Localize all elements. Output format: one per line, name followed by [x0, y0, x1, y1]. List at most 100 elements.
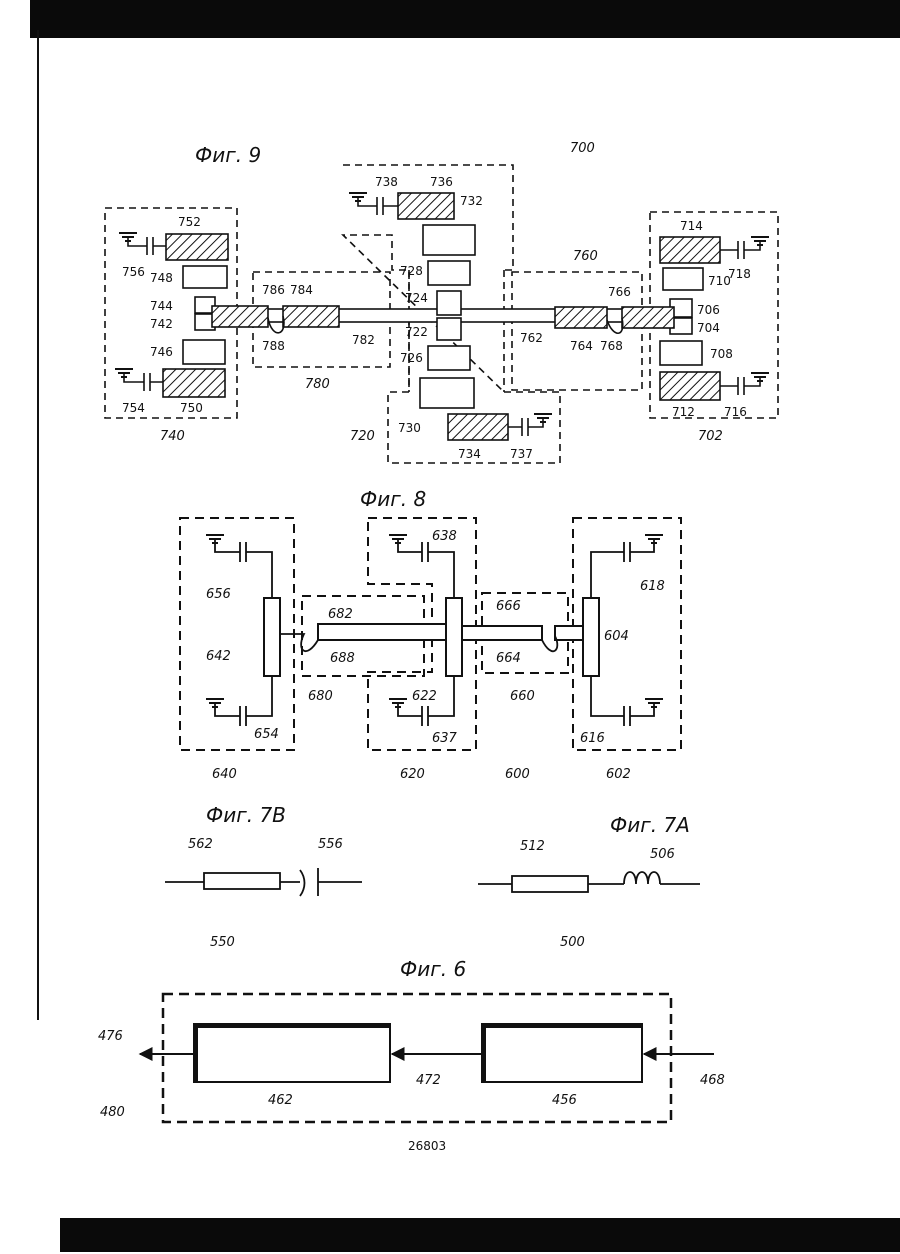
label-456: 456 [552, 1093, 577, 1108]
label-512: 512 [520, 839, 545, 854]
label-732: 732 [460, 194, 483, 208]
label-642: 642 [206, 649, 231, 664]
label-710: 710 [708, 274, 731, 288]
label-704: 704 [697, 321, 720, 335]
label-756: 756 [122, 265, 145, 279]
label-476: 476 [98, 1029, 123, 1044]
label-500: 500 [560, 935, 585, 950]
label-708: 708 [710, 347, 733, 361]
label-480: 480 [100, 1105, 125, 1120]
inductor-506 [624, 872, 660, 884]
block-708 [660, 341, 702, 365]
label-664: 664 [496, 651, 521, 666]
block-764 [555, 307, 607, 328]
label-722: 722 [405, 325, 428, 339]
label-600: 600 [505, 767, 530, 782]
resistor-604 [583, 598, 599, 676]
scan-border-bottom [60, 1218, 900, 1252]
line-666 [462, 626, 542, 640]
label-752: 752 [178, 215, 201, 229]
fig7a-caption: Фиг. 7A [610, 813, 690, 837]
label-760: 760 [573, 249, 598, 264]
fig6-caption: Фиг. 6 [400, 957, 466, 981]
label-754: 754 [122, 401, 145, 415]
cap-718 [720, 240, 760, 259]
block-786 [212, 306, 268, 327]
resistor-512 [512, 876, 588, 892]
fig8-caption: Фиг. 8 [360, 487, 426, 511]
label-750: 750 [180, 401, 203, 415]
loop-688 [280, 634, 318, 651]
label-660: 660 [510, 689, 535, 704]
block-746 [183, 340, 225, 364]
block-784 [283, 306, 339, 327]
resistor-622 [446, 598, 462, 676]
label-640: 640 [212, 767, 237, 782]
block-728 [428, 261, 470, 285]
label-730: 730 [398, 421, 421, 435]
label-782: 782 [352, 333, 375, 347]
label-618: 618 [640, 579, 665, 594]
label-724: 724 [405, 291, 428, 305]
label-718: 718 [728, 267, 751, 281]
cap-738 [358, 196, 398, 215]
cap-754 [124, 372, 163, 391]
label-764: 764 [570, 339, 593, 353]
figure-7 [165, 868, 700, 896]
label-556: 556 [318, 837, 343, 852]
label-622: 622 [412, 689, 437, 704]
block-748 [183, 266, 227, 288]
block-732 [423, 225, 475, 255]
label-602: 602 [606, 767, 631, 782]
block-766 [622, 307, 674, 328]
label-716: 716 [724, 405, 747, 419]
cap-756 [128, 236, 166, 255]
block-710 [663, 268, 703, 290]
label-506: 506 [650, 847, 675, 862]
label-744: 744 [150, 299, 173, 313]
label-706: 706 [697, 303, 720, 317]
label-734: 734 [458, 447, 481, 461]
block-736 [398, 193, 454, 219]
label-472: 472 [416, 1073, 441, 1088]
label-702: 702 [698, 429, 723, 444]
label-746: 746 [150, 345, 173, 359]
label-550: 550 [210, 935, 235, 950]
block-730 [420, 378, 474, 408]
label-714: 714 [680, 219, 703, 233]
block-456 [482, 1024, 642, 1082]
label-700: 700 [570, 141, 595, 156]
label-748: 748 [150, 271, 173, 285]
label-562: 562 [188, 837, 213, 852]
label-462: 462 [268, 1093, 293, 1108]
scan-border-top [30, 0, 900, 38]
label-468: 468 [700, 1073, 725, 1088]
block-712 [660, 372, 720, 400]
label-680: 680 [308, 689, 333, 704]
block-462 [194, 1024, 390, 1082]
label-766: 766 [608, 285, 631, 299]
label-620: 620 [400, 767, 425, 782]
block-734 [448, 414, 508, 440]
label-720: 720 [350, 429, 375, 444]
label-762: 762 [520, 331, 543, 345]
block-752 [166, 234, 228, 260]
label-682: 682 [328, 607, 353, 622]
label-666: 666 [496, 599, 521, 614]
label-768: 768 [600, 339, 623, 353]
label-786: 786 [262, 283, 285, 297]
block-714 [660, 237, 720, 263]
block-722 [437, 318, 461, 340]
block-724 [437, 291, 461, 315]
label-740: 740 [160, 429, 185, 444]
label-712: 712 [672, 405, 695, 419]
label-788: 788 [262, 339, 285, 353]
resistor-562 [204, 873, 280, 889]
label-736: 736 [430, 175, 453, 189]
label-784: 784 [290, 283, 313, 297]
label-742: 742 [150, 317, 173, 331]
figure-6 [140, 994, 714, 1122]
page-number: 26803 [408, 1139, 446, 1153]
label-737: 737 [510, 447, 533, 461]
